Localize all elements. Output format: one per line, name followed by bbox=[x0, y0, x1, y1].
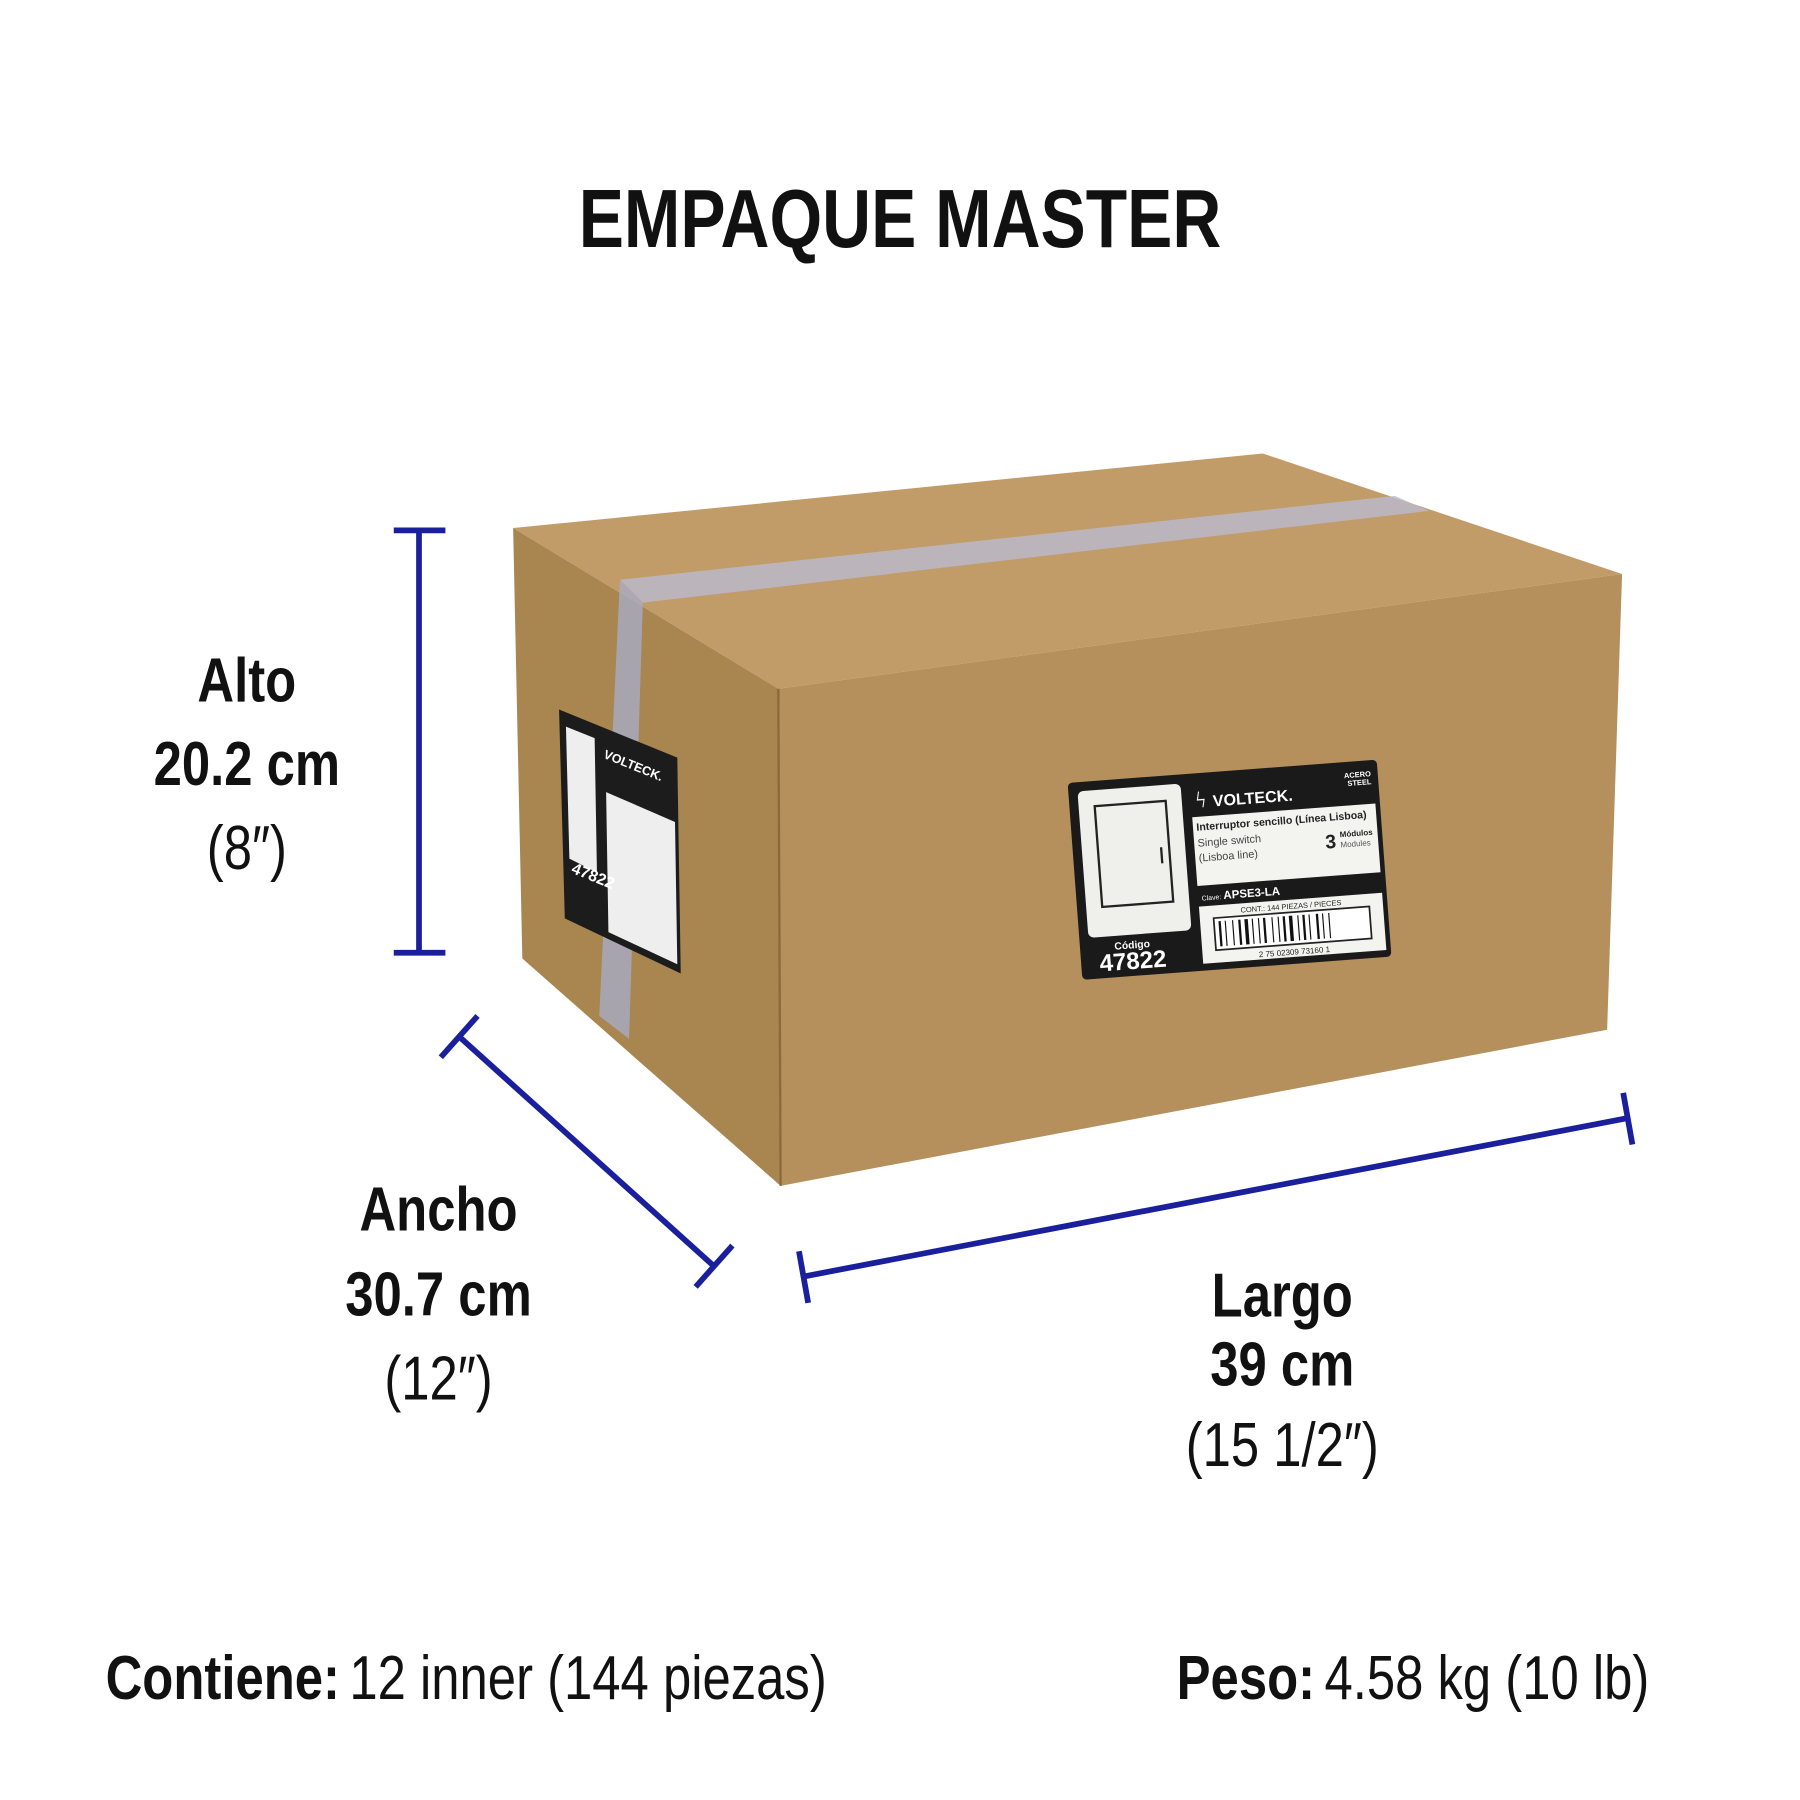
svg-text:Contiene:12 inner (144 piezas): Contiene:12 inner (144 piezas) bbox=[106, 1644, 827, 1713]
svg-text:Clave:: Clave: bbox=[1202, 894, 1222, 902]
contents-info: Contiene:12 inner (144 piezas) bbox=[106, 1644, 827, 1713]
svg-text:STEEL: STEEL bbox=[1347, 777, 1372, 788]
weight-info: Peso:4.58 kg (10 lb) bbox=[1177, 1644, 1650, 1713]
codigo-label: Código bbox=[1114, 939, 1150, 953]
side-label: 47822 VOLTECK. bbox=[559, 709, 681, 974]
packing-tape-top bbox=[619, 495, 1430, 603]
svg-text:(8″): (8″) bbox=[207, 814, 287, 883]
svg-text:(15 1/2″): (15 1/2″) bbox=[1186, 1411, 1379, 1480]
svg-text:(Lisboa line): (Lisboa line) bbox=[1198, 848, 1258, 864]
barcode-bar bbox=[1218, 921, 1223, 947]
barcode-bar bbox=[1297, 915, 1301, 941]
barcode-bar bbox=[1288, 915, 1295, 942]
length-dimension: Largo 39 cm (15 1/2″) bbox=[1186, 1262, 1379, 1480]
svg-text:Módulos: Módulos bbox=[1339, 828, 1373, 839]
height-dimension: Alto 20.2 cm (8″) bbox=[154, 647, 340, 883]
barcode-bar bbox=[1262, 917, 1268, 944]
barcode-bar bbox=[1282, 916, 1287, 942]
barcode-bar bbox=[1277, 916, 1281, 942]
front-product-label: Código 47822 ϟ VOLTECK. ACERO STEEL Inte… bbox=[1067, 759, 1392, 980]
svg-text:Modules: Modules bbox=[1340, 838, 1371, 849]
page-title: EMPAQUE MASTER bbox=[579, 174, 1222, 266]
svg-text:Ancho: Ancho bbox=[359, 1176, 517, 1245]
svg-text:3: 3 bbox=[1325, 831, 1338, 854]
width-line bbox=[457, 1034, 716, 1269]
brand-name: VOLTECK. bbox=[1212, 787, 1293, 811]
barcode-bar bbox=[1257, 918, 1261, 944]
bolt-icon: ϟ bbox=[1195, 787, 1207, 813]
dimension-lines bbox=[393, 527, 1636, 1304]
svg-text:ACERO: ACERO bbox=[1344, 769, 1372, 780]
barcode bbox=[1218, 912, 1332, 947]
barcode-bar bbox=[1244, 919, 1250, 945]
barcode-bar bbox=[1271, 917, 1275, 943]
barcode-bar bbox=[1315, 913, 1320, 940]
svg-text:Peso:4.58 kg (10 lb): Peso:4.58 kg (10 lb) bbox=[1177, 1644, 1650, 1713]
svg-text:Single switch: Single switch bbox=[1197, 833, 1261, 850]
svg-text:20.2 cm: 20.2 cm bbox=[154, 731, 340, 800]
svg-text:30.7 cm: 30.7 cm bbox=[345, 1261, 531, 1330]
barcode-bar bbox=[1231, 920, 1235, 946]
master-box-image: 47822 VOLTECK. Código 47822 ϟ VOLTECK. A… bbox=[513, 453, 1623, 1186]
svg-text:39 cm: 39 cm bbox=[1210, 1331, 1354, 1400]
svg-text:Largo: Largo bbox=[1212, 1262, 1353, 1331]
svg-text:Alto: Alto bbox=[197, 647, 296, 716]
codigo-value: 47822 bbox=[1099, 946, 1168, 978]
barcode-bar bbox=[1328, 912, 1332, 939]
width-dimension: Ancho 30.7 cm (12″) bbox=[345, 1176, 531, 1414]
barcode-bar bbox=[1224, 920, 1228, 946]
barcode-bar bbox=[1308, 914, 1312, 940]
length-line bbox=[803, 1115, 1629, 1280]
barcode-bar bbox=[1302, 914, 1307, 941]
barcode-bar bbox=[1238, 919, 1243, 945]
svg-text:(12″): (12″) bbox=[384, 1345, 492, 1414]
clave-value: APSE3-LA bbox=[1223, 886, 1280, 902]
barcode-bar bbox=[1251, 918, 1255, 944]
barcode-bar bbox=[1321, 913, 1325, 939]
